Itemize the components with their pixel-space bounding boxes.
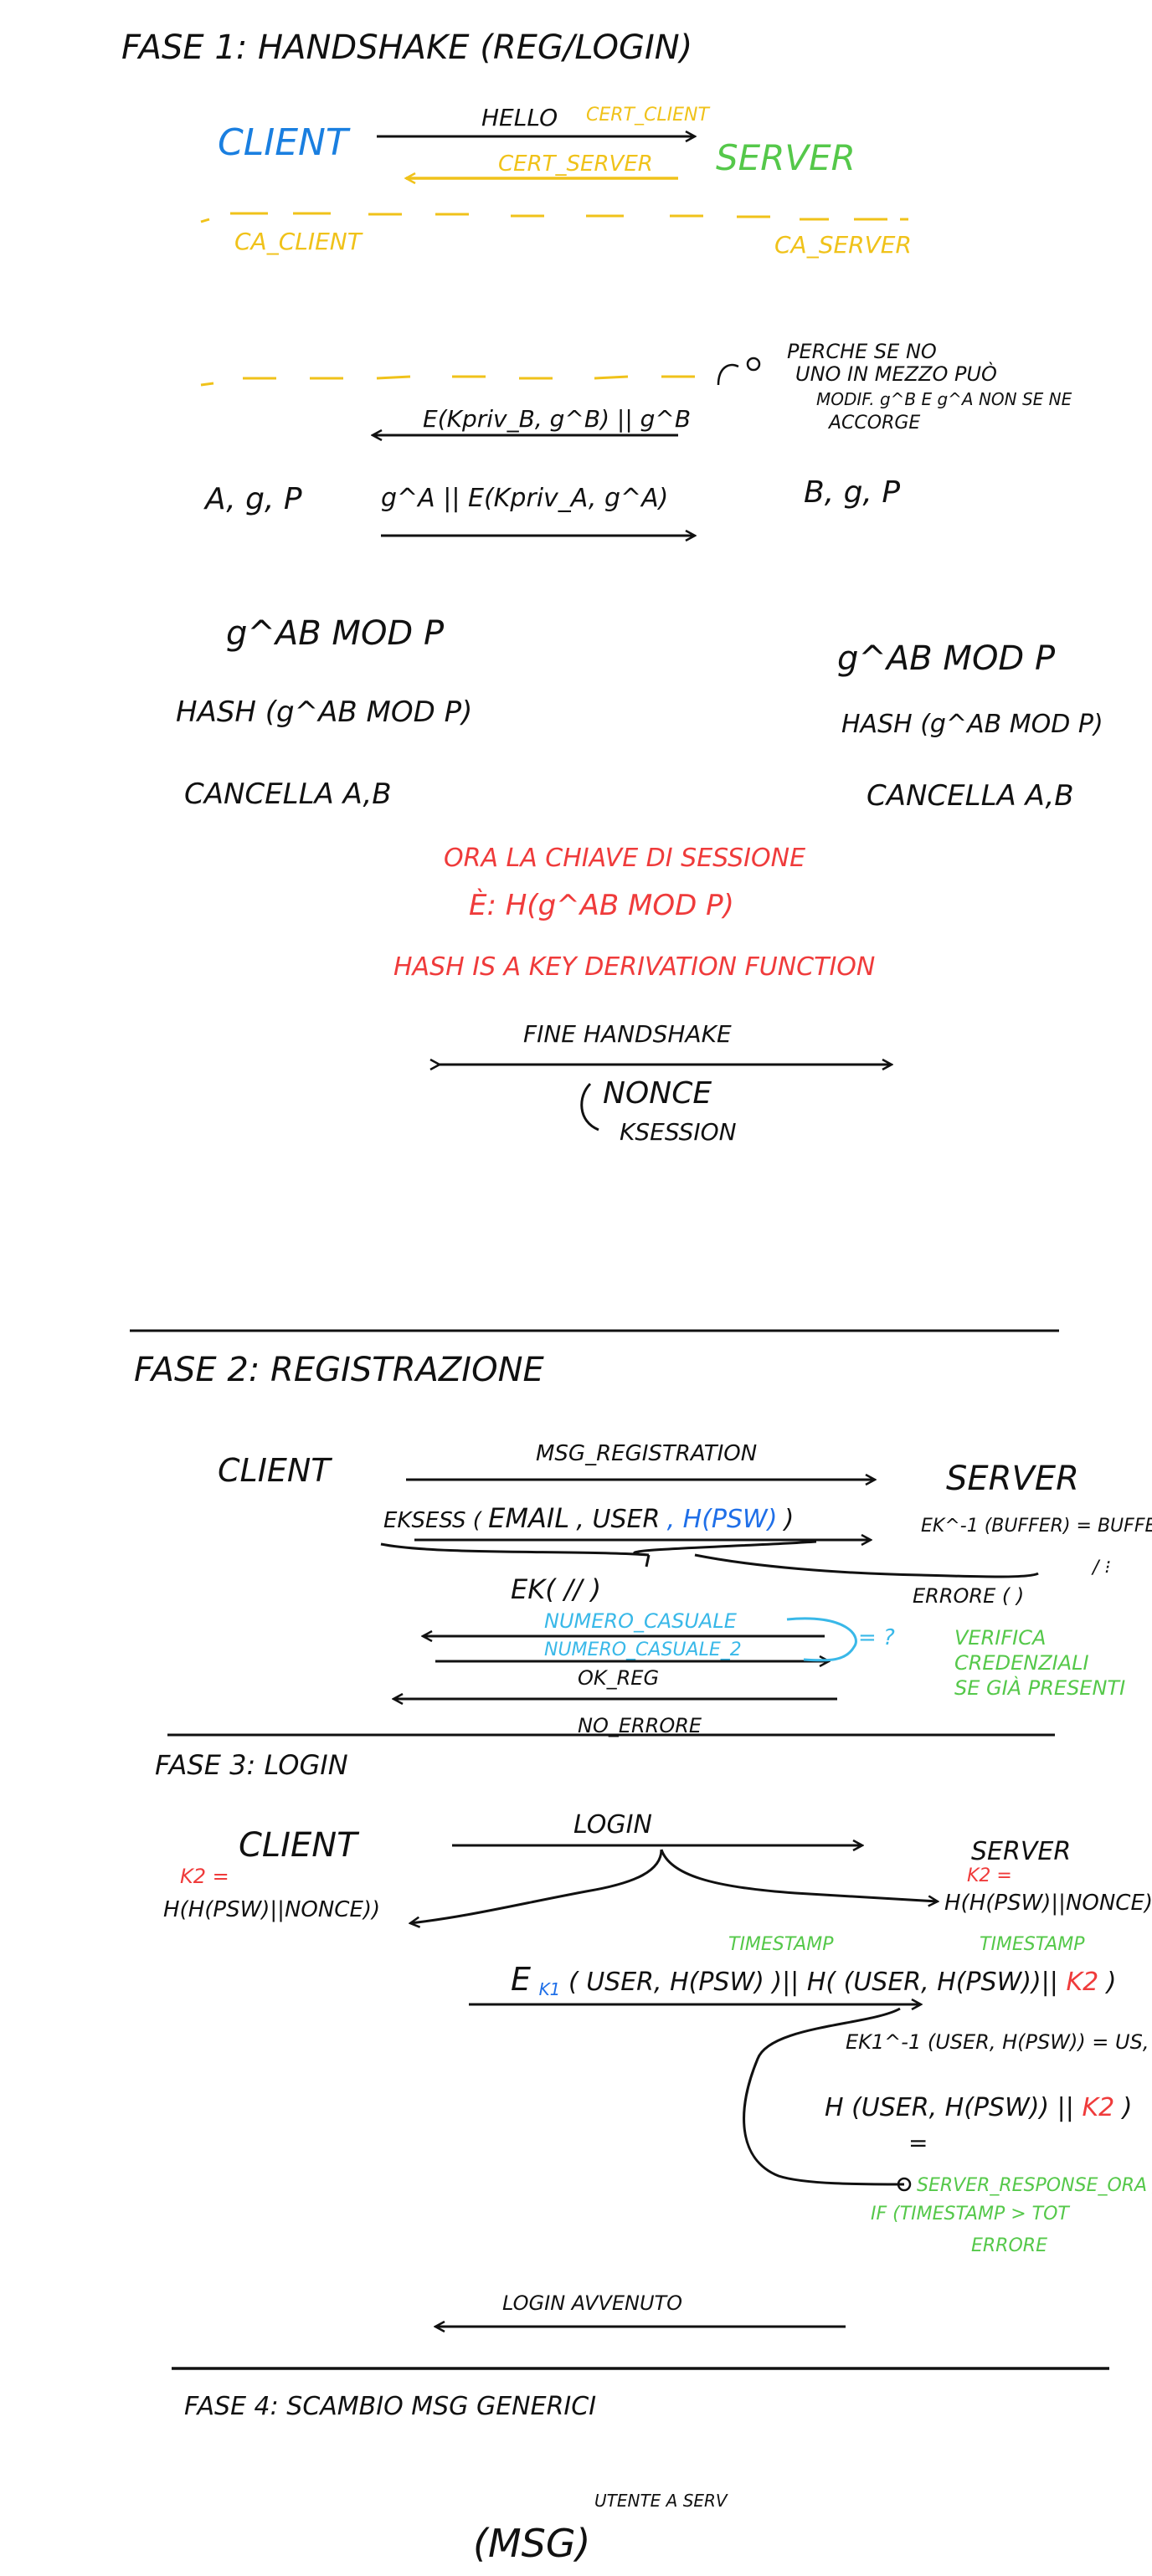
note-bullet (746, 357, 761, 372)
server-dh-message: E(Kpriv_B, g^B) || g^B (423, 405, 691, 433)
ca-dashed-line-bottom (200, 375, 695, 387)
login-enc-k1: K1 (539, 1979, 561, 1999)
ca-server-label: CA_SERVER (774, 231, 912, 259)
nonce-brace (580, 1082, 599, 1131)
ca-client-label: CA_CLIENT (234, 228, 363, 255)
no-errore-label: NO_ERRORE (578, 1714, 702, 1737)
server-login-decrypt: EK1^-1 (USER, H(PSW)) = US, H(PS) (846, 2030, 1152, 2054)
client-k2-formula: H(H(PSW)||NONCE)) (163, 1897, 380, 1922)
login-ok-label: LOGIN AVVENUTO (502, 2291, 682, 2315)
enc-registration-message: EKSESS ( EMAIL , USER , H(PSW) ) (383, 1502, 794, 1534)
client-delete: CANCELLA A,B (184, 777, 392, 811)
timestamp-label-1: TIMESTAMP (728, 1934, 834, 1955)
server-error: ERRORE ( ) (913, 1584, 1024, 1608)
login-label: LOGIN (573, 1810, 652, 1840)
verify-line-1: VERIFICA (954, 1626, 1046, 1650)
errore-label: ERRORE (971, 2235, 1047, 2256)
server-hash: HASH (g^AB MOD P) (841, 710, 1103, 739)
phase3-title: FASE 3: LOGIN (155, 1749, 348, 1781)
server-response-label: SERVER_RESPONSE_ORA ) (917, 2175, 1152, 2196)
k2-server-label: K2 = (967, 1865, 1012, 1886)
client-gab: g^AB MOD P (226, 614, 445, 653)
ok-reg-label: OK_REG (578, 1666, 659, 1690)
red-note-line-3: HASH IS A KEY DERIVATION FUNCTION (393, 952, 875, 982)
phase2-server-label: SERVER (946, 1460, 1079, 1498)
login-enc-e: E (511, 1961, 531, 1998)
enc-underbrace (380, 1540, 817, 1557)
server-params: B, g, P (804, 475, 900, 510)
ca-dashed-line-top (200, 212, 908, 223)
casuale-compare-bracket (786, 1617, 857, 1662)
phase1-title: FASE 1: HANDSHAKE (REG/LOGIN) (121, 28, 692, 67)
verify-line-2: CREDENZIALI (954, 1651, 1089, 1675)
timestamp-label-2: TIMESTAMP (980, 1934, 1085, 1955)
phase3-server-label: SERVER (971, 1837, 1071, 1866)
note-line-2: UNO IN MEZZO PUÒ (795, 361, 997, 386)
login-enc-message: E K1 ( USER, H(PSW) )|| H( (USER, H(PSW)… (511, 1961, 1116, 2002)
red-note-line-2: È: H(g^AB MOD P) (469, 888, 734, 922)
numero-casuale-label: NUMERO_CASUALE (544, 1609, 738, 1633)
enc-email: EMAIL (488, 1502, 569, 1534)
server-login-hash-k2: K2 (1082, 2093, 1114, 2122)
login-branch-right (660, 1849, 938, 1901)
server-delete: CANCELLA A,B (867, 779, 1074, 813)
login-equals-sign: = (908, 2129, 928, 2157)
enc-suffix: ) (783, 1505, 795, 1534)
note-line-1: PERCHE SE NO (787, 340, 937, 363)
server-decrypt: EK^-1 (BUFFER) = BUFFER (921, 1516, 1152, 1537)
error-marks: / ⁝ (1091, 1557, 1110, 1578)
ek-repeat-label: EK( // ) (511, 1573, 601, 1605)
phase3-client-label: CLIENT (239, 1826, 360, 1865)
server-k2-formula: H(H(PSW)||NONCE) (944, 1891, 1152, 1916)
hello-label: HELLO (481, 104, 558, 131)
phase4-title: FASE 4: SCAMBIO MSG GENERICI (184, 2392, 596, 2421)
server-gab: g^AB MOD P (837, 639, 1056, 678)
enc-user: , USER (576, 1505, 660, 1534)
server-decrypt-connector (694, 1553, 1039, 1578)
msg-label: (MSG) (473, 2521, 590, 2566)
login-enc-k2: K2 (1066, 1968, 1098, 1997)
numero-casuale-2-label: NUMERO_CASUALE_2 (544, 1640, 742, 1660)
phase1-server-label: SERVER (716, 137, 856, 178)
enc-prefix: EKSESS ( (383, 1508, 483, 1533)
cert-client-label: CERT_CLIENT (586, 105, 710, 126)
note-line-3: MODIF. g^B E g^A NON SE NE (816, 389, 1072, 409)
verify-line-3: SE GIÀ PRESENTI (954, 1675, 1125, 1700)
enc-hash-psw: , H(PSW) (667, 1505, 778, 1534)
login-enc-body: ( USER, H(PSW) )|| H( (USER, H(PSW))|| (568, 1968, 1058, 1997)
msg-exponent-label: UTENTE A SERV (594, 2491, 728, 2511)
client-dh-message: g^A || E(Kpriv_A, g^A) (381, 484, 668, 513)
note-connector (717, 363, 739, 386)
msg-registration-label: MSG_REGISTRATION (536, 1441, 757, 1466)
nonce-label: NONCE (603, 1076, 712, 1111)
phase2-title: FASE 2: REGISTRAZIONE (134, 1351, 544, 1389)
server-login-hash-body: H (USER, H(PSW)) || (825, 2093, 1074, 2122)
k2-client-label: K2 = (180, 1865, 229, 1888)
server-login-hash: H (USER, H(PSW)) || K2 ) (825, 2093, 1132, 2122)
timestamp-check-label: IF (TIMESTAMP > TOT (871, 2204, 1070, 2224)
enc-underbrace-tip (645, 1554, 651, 1568)
ksession-label: KSESSION (620, 1118, 737, 1146)
phase2-client-label: CLIENT (218, 1452, 332, 1489)
casuale-question: = ? (858, 1625, 895, 1650)
client-params: A, g, P (203, 482, 302, 516)
login-enc-close: ) (1105, 1968, 1117, 1997)
red-note-line-1: ORA LA CHIAVE DI SESSIONE (444, 844, 805, 873)
note-line-4: ACCORGE (827, 413, 920, 434)
login-verify-loop (743, 2007, 905, 2186)
end-handshake-label: FINE HANDSHAKE (523, 1020, 732, 1048)
server-login-hash-close: ) (1121, 2093, 1133, 2122)
cert-server-label: CERT_SERVER (498, 151, 653, 177)
phase1-client-label: CLIENT (218, 121, 351, 164)
login-branch-left (410, 1849, 663, 1923)
login-verify-bullet (897, 2177, 912, 2192)
client-hash: HASH (g^AB MOD P) (176, 695, 472, 729)
